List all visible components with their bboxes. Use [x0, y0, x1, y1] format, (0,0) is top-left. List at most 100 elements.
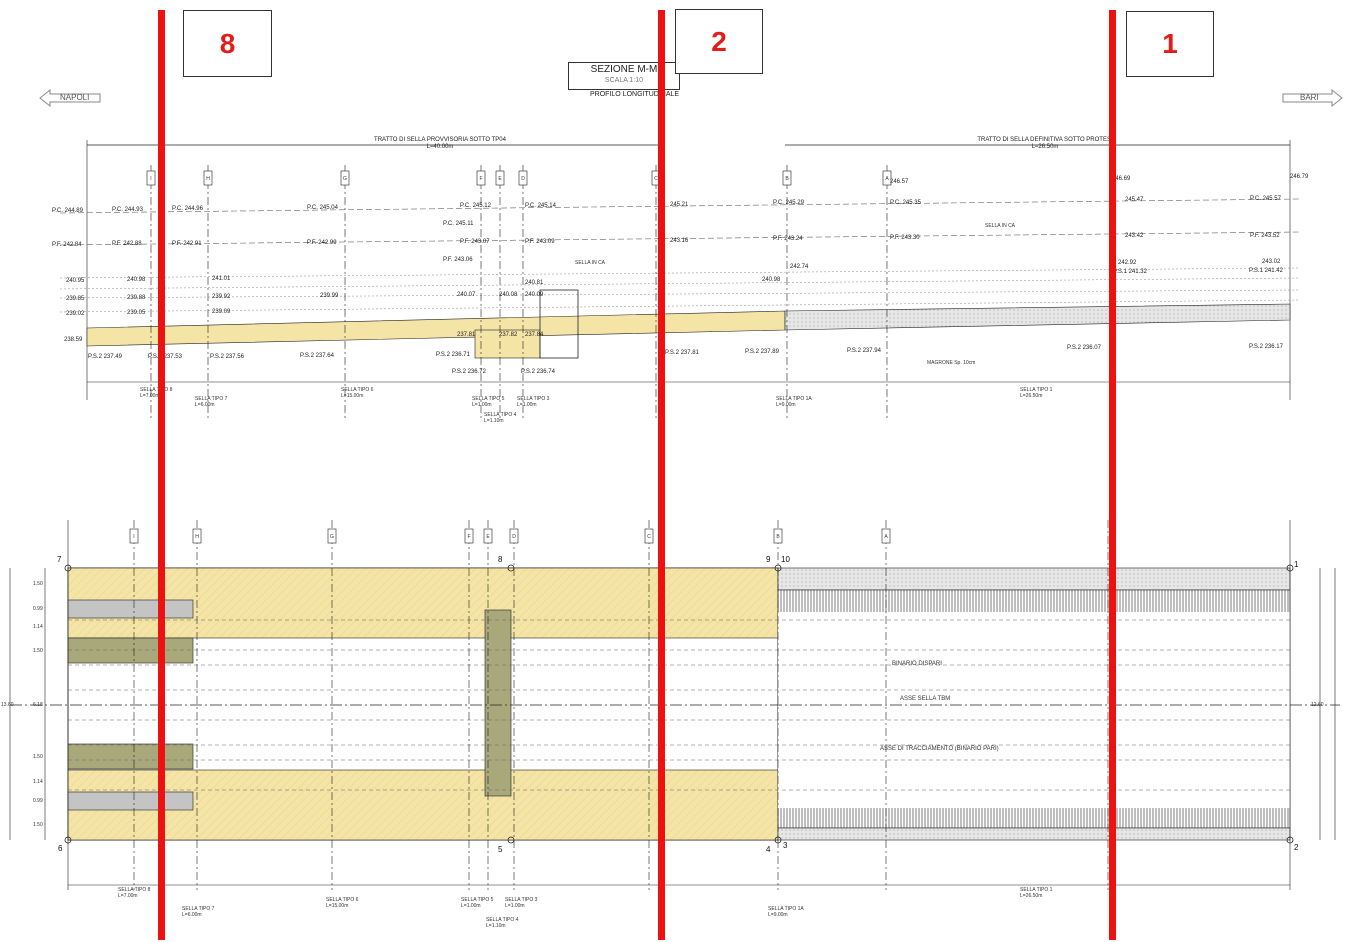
plan-sella-label-8: SELLA TIPO 8 — [118, 887, 151, 893]
level-ps2-11: P.S.2 236.07 — [1067, 345, 1102, 351]
level-pc-12: P.C. 245.57 — [1250, 196, 1282, 202]
level-pf-3: P.F. 242.91 — [172, 241, 202, 247]
plan-bubble-5 — [509, 528, 519, 544]
level-pc-10: P.C. 245.35 — [890, 200, 922, 206]
plan-sella-label-7: SELLA TIPO 7 — [182, 906, 215, 912]
dim-left-3: 1.14 — [33, 624, 43, 630]
level-pf-2: P.F. 242.88 — [112, 241, 142, 247]
level-bottom-1: 238.59 — [64, 337, 83, 343]
cut-line-1 — [1109, 10, 1116, 940]
section-scale: SCALA 1:10 — [604, 77, 644, 84]
level-ps2-6: P.S.2 236.72 — [452, 369, 487, 375]
plan-sella-label-5: SELLA TIPO 5 — [461, 897, 494, 903]
dim-left-8: 0.99 — [33, 798, 43, 804]
cut-line-8 — [158, 10, 165, 940]
level-pc-11: 245.47 — [1125, 197, 1144, 203]
sella-label-7: SELLA TIPO 7 — [195, 396, 228, 402]
level-pc-7: P.C. 245.14 — [525, 203, 557, 209]
level-ps2-8: P.S.2 237.81 — [665, 350, 700, 356]
level-mid-3: 241.01 — [212, 276, 231, 282]
level-pf-12: P.F. 243.52 — [1250, 233, 1280, 239]
profile-bubble-1 — [203, 170, 213, 186]
dim-left-4: 1.50 — [33, 648, 43, 654]
note-sella-ca-1: SELLA IN CA — [575, 260, 606, 266]
level-mid-16: 242.74 — [790, 264, 809, 270]
plan-axis-label-8: A — [884, 534, 888, 540]
level-mid-17: 242.92 — [1118, 260, 1137, 266]
plan-grey-block-bottom — [67, 791, 194, 811]
level-mid-13: 240.09 — [525, 292, 544, 298]
plan-olive-block-top — [67, 637, 194, 664]
note-sella-ca-2: SELLA IN CA — [985, 223, 1016, 229]
plan-sella-label-4: SELLA TIPO 4 — [486, 917, 519, 923]
level-mid-15: 240.98 — [762, 277, 781, 283]
corner-10: 10 — [781, 555, 790, 564]
profile-axis-label-7: B — [785, 176, 789, 182]
tratto-provvisoria-length: L=40.00m — [426, 144, 454, 150]
plan-axis-label-4: E — [486, 534, 490, 540]
definitive-slab — [784, 303, 1291, 331]
longitudinal-profile — [59, 140, 1301, 420]
corner-8: 8 — [498, 555, 503, 564]
plan-sella-len-1: L=26.50m — [1020, 893, 1042, 899]
dim-left-7: 1.14 — [33, 779, 43, 785]
plan-sella-len-4: L=1.10m — [486, 923, 506, 929]
label-binario-dispari: BINARIO DISPARI — [892, 661, 942, 667]
sella-label-1a: SELLA TIPO 1A — [776, 396, 812, 402]
profile-axis-label-2: G — [343, 176, 347, 182]
dim-left-1: 1.50 — [33, 581, 43, 587]
tratto-provvisoria-label: TRATTO DI SELLA PROVVISORIA SOTTO TP04 — [374, 137, 506, 143]
dim-total-right: 12.60 — [1311, 702, 1324, 708]
level-pf-4: P.F. 242.99 — [307, 240, 337, 246]
level-mid-8: 239.05 — [127, 310, 146, 316]
sella-len-5: L=1.00m — [472, 402, 492, 408]
level-pc-8: 245.21 — [670, 202, 689, 208]
sella-label-1: SELLA TIPO 1 — [1020, 387, 1053, 393]
level-mid-9: 239.09 — [212, 309, 231, 315]
plan-sella-len-8: L=7.00m — [118, 893, 138, 899]
plan-sella-label-1a: SELLA TIPO 1A — [768, 906, 804, 912]
level-mid-4: 239.85 — [66, 296, 85, 302]
sella-len-8: L=7.00m — [140, 393, 160, 399]
sella-label-8: SELLA TIPO 8 — [140, 387, 173, 393]
plan-sella-len-3: L=1.00m — [505, 903, 525, 909]
level-mid-2: 240.98 — [127, 277, 146, 283]
corner-4: 4 — [766, 845, 771, 854]
plan-bubble-1 — [192, 528, 202, 544]
level-bottom-3: 237.82 — [499, 332, 518, 338]
level-pc-3: P.C. 244.96 — [172, 206, 204, 212]
dim-left-5: 6.18 — [33, 702, 43, 708]
profile-bubble-0 — [146, 170, 156, 186]
level-pf-11: 243.42 — [1125, 233, 1144, 239]
level-mid-6: 239.92 — [212, 294, 231, 300]
level-pc-4: P.C. 245.04 — [307, 205, 339, 211]
profile-bubble-8 — [882, 170, 892, 186]
plan-axis-label-7: B — [776, 534, 780, 540]
marker-box-2: 2 — [675, 9, 763, 74]
profile-bubble-3 — [476, 170, 486, 186]
tratto-definitiva: TRATTO DI SELLA DEFINITIVA SOTTO PROTESI… — [955, 137, 1135, 151]
section-title: SEZIONE M-M — [590, 64, 658, 75]
plan-grey-block-top — [67, 599, 194, 619]
corner-5: 5 — [498, 845, 503, 854]
level-pc-9: P.C. 245.29 — [773, 200, 805, 206]
level-mid-21: 246.57 — [890, 179, 909, 185]
level-mid-20: P.S.1 241.42 — [1249, 268, 1284, 274]
level-mid-23: 246.79 — [1290, 174, 1309, 180]
level-mid-7: 239.02 — [66, 311, 85, 317]
level-pc-5: P.C. 245.12 — [460, 203, 492, 209]
sella-len-1a: L=9.00m — [776, 402, 796, 408]
cut-line-2 — [658, 10, 665, 940]
plan-olive-block-bottom — [67, 743, 194, 770]
level-bottom-2: 237.81 — [457, 332, 476, 338]
level-mid-5: 239.88 — [127, 295, 146, 301]
profile-axis-label-1: H — [206, 176, 210, 182]
profile-axis-label-4: E — [498, 176, 502, 182]
sella-len-1: L=26.50m — [1020, 393, 1042, 399]
level-ps2-1: P.S.2 237.49 — [88, 354, 123, 360]
marker-box-1: 1 — [1126, 11, 1214, 77]
level-ps2-3: P.S.2 237.56 — [210, 354, 245, 360]
level-ps2-9: P.S.2 237.89 — [745, 349, 780, 355]
level-bottom-4: 237.84 — [525, 332, 544, 338]
